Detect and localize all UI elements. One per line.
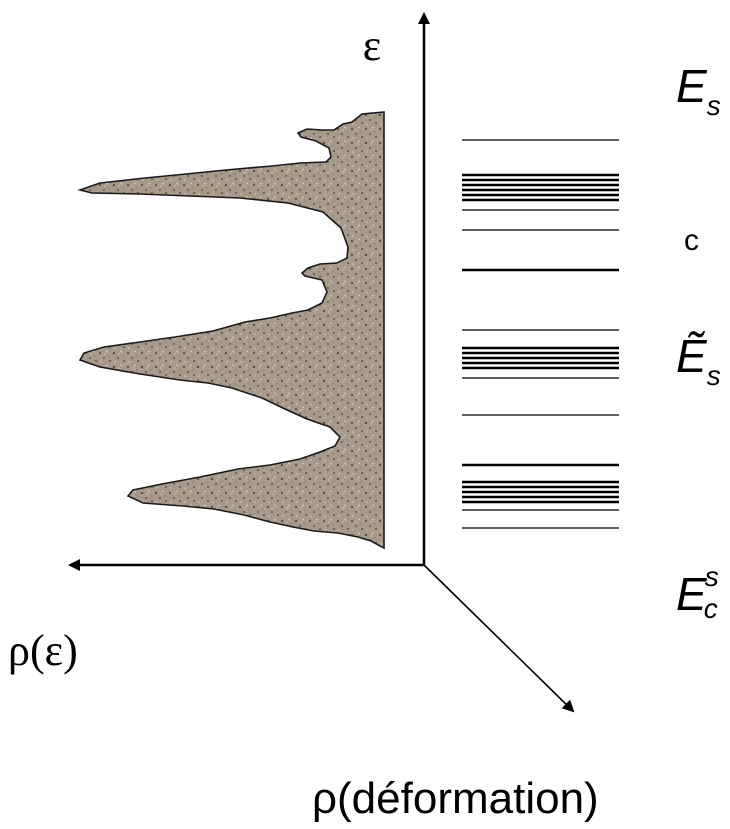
- deformation-axis-label: ρ(déformation): [312, 774, 599, 823]
- density-axis-label: ρ(ε): [8, 626, 78, 675]
- deformation-axis: [423, 564, 575, 713]
- label-e-s-top-sub: s: [707, 90, 721, 121]
- label-e-tilde-s-sub: s: [707, 360, 721, 391]
- density-of-states-shape: [77, 111, 385, 550]
- label-e-s-top: Es: [676, 60, 721, 121]
- label-c-small: c: [684, 224, 699, 257]
- label-e-tilde-s: Ẽs: [676, 330, 721, 391]
- label-e-c-s-sub: c: [704, 593, 718, 624]
- energy-axis-label: ε: [363, 21, 381, 70]
- label-e-c-s-sup: s: [705, 561, 719, 592]
- energy-levels: [462, 139, 619, 529]
